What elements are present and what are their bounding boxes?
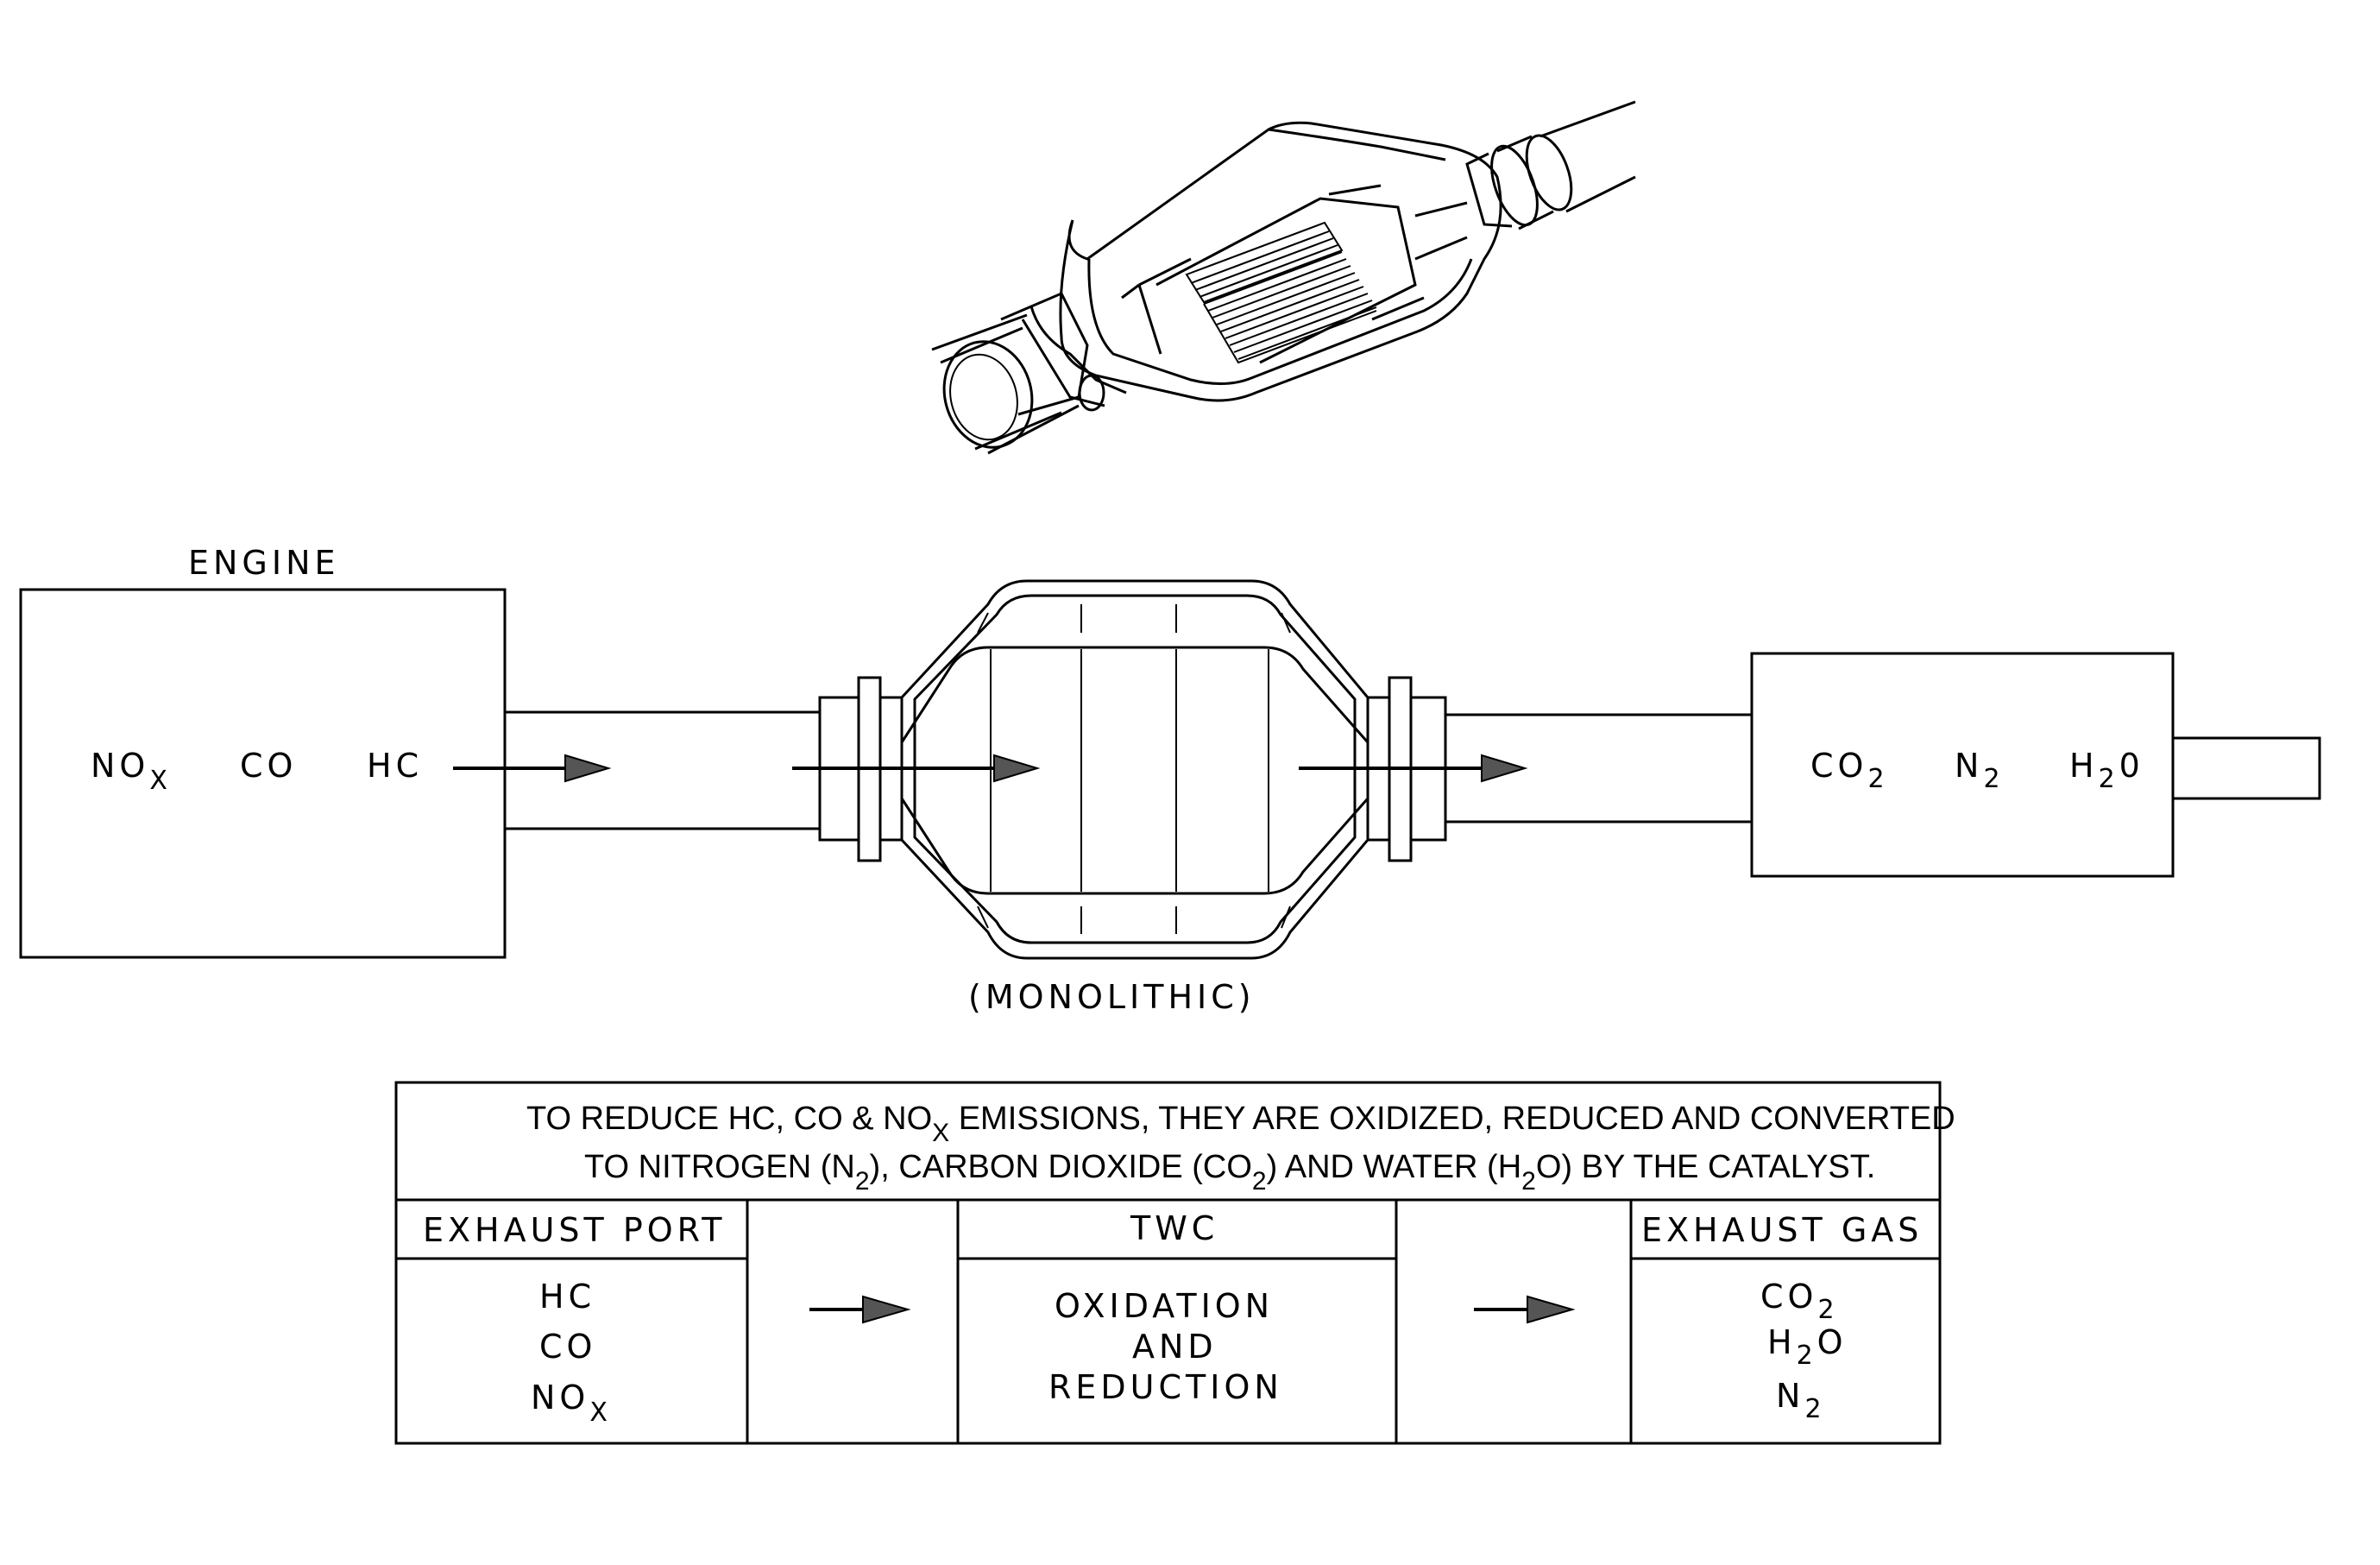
gas-co: CO	[240, 747, 297, 785]
heat-shield-ribs	[1185, 221, 1377, 364]
col2-item-reduction: REDUCTION	[1048, 1368, 1283, 1406]
col3-item-h2o: H2O	[1767, 1323, 1848, 1371]
outlet-pipe	[1445, 713, 1752, 824]
header-exhaust-port: EXHAUST PORT	[423, 1211, 727, 1249]
engine-box	[19, 588, 507, 959]
gas-h2o-h: H	[2069, 747, 2099, 785]
engine-label: ENGINE	[188, 544, 340, 582]
gas-co2: CO	[1810, 747, 1867, 785]
inlet-pipe-mouth	[942, 340, 1034, 449]
explanation-table: TO REDUCE HC, CO & NOX EMISSIONS, THEY A…	[394, 1081, 1955, 1445]
converter-illustration	[931, 100, 1636, 455]
col2-item-and: AND	[1132, 1328, 1218, 1366]
gas-hc: HC	[367, 747, 423, 785]
header-twc: TWC	[1130, 1209, 1218, 1247]
col1-item-nox: NOX	[531, 1379, 612, 1428]
svg-text:N2: N2	[1955, 747, 2005, 794]
engine-gases: NOX CO HC	[91, 747, 423, 796]
table-note-line-2: TO NITROGEN (N2), CARBON DIOXIDE (CO2) A…	[584, 1149, 1875, 1196]
arrow-head-3	[1481, 754, 1528, 783]
col1-item-hc: HC	[539, 1278, 595, 1316]
svg-text:H20: H20	[2069, 747, 2144, 794]
arrow-head-1	[564, 754, 612, 783]
output-box	[1750, 652, 2175, 878]
table-note-line-1: TO REDUCE HC, CO & NOX EMISSIONS, THEY A…	[526, 1101, 1955, 1147]
monolithic-label: (MONOLITHIC)	[968, 978, 1256, 1016]
gas-n2: N	[1955, 747, 1983, 785]
flow-arrows	[453, 754, 1528, 783]
inlet-pipe	[505, 710, 820, 830]
svg-text:NOX: NOX	[91, 747, 172, 796]
col3-item-n2: N2	[1776, 1377, 1826, 1424]
col1-item-co: CO	[539, 1328, 596, 1366]
gas-nox: NO	[91, 747, 149, 785]
output-gases: CO2 N2 H20	[1810, 747, 2144, 794]
col3-item-co2: CO2	[1760, 1278, 1839, 1325]
col2-item-oxidation: OXIDATION	[1055, 1287, 1274, 1325]
converter-schematic	[818, 579, 1447, 960]
arrow-head-2	[993, 754, 1041, 783]
tailpipe	[2173, 736, 2321, 800]
table-arrow-2	[1474, 1295, 1576, 1324]
svg-text:CO2: CO2	[1810, 747, 1889, 794]
table-arrow-1	[809, 1295, 911, 1324]
header-exhaust-gas: EXHAUST GAS	[1641, 1211, 1923, 1249]
